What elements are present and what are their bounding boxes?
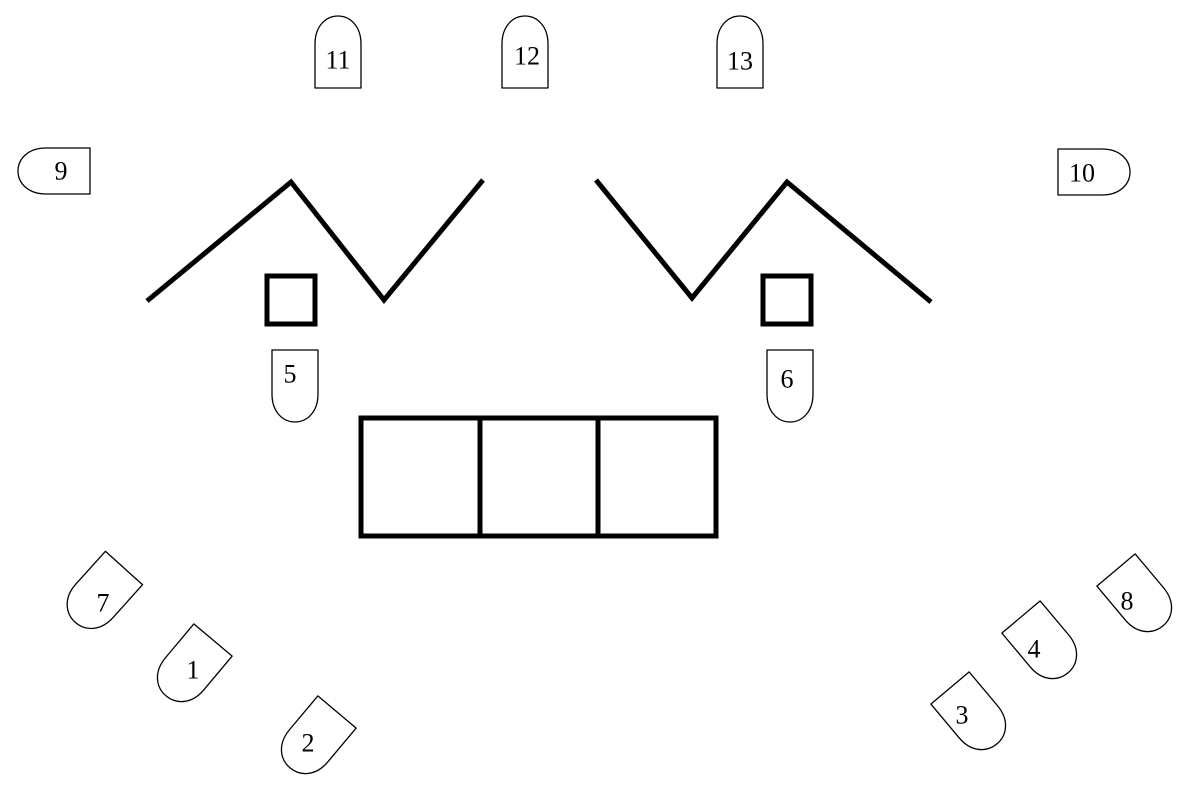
marker-9 <box>17 147 91 195</box>
marker-13 <box>716 15 764 89</box>
marker-2 <box>280 695 357 775</box>
marker-12 <box>501 15 549 89</box>
marker-8 <box>1096 553 1173 633</box>
marker-7-label: 7 <box>97 589 110 618</box>
marker-2-label: 2 <box>302 729 315 758</box>
marker-13-label: 13 <box>727 47 753 76</box>
marker-9-label: 9 <box>55 157 68 186</box>
marker-5-label: 5 <box>284 360 297 389</box>
marker-1 <box>156 623 233 703</box>
marker-4 <box>1001 600 1078 680</box>
marker-10 <box>1057 148 1131 196</box>
central-table-frame <box>358 415 719 539</box>
left-small-square <box>264 273 318 327</box>
marker-12-label: 12 <box>514 42 540 71</box>
marker-5 <box>271 349 319 423</box>
marker-10-label: 10 <box>1069 159 1095 188</box>
left-zigzag-line <box>145 178 485 304</box>
marker-3-label: 3 <box>956 701 969 730</box>
marker-6-label: 6 <box>781 365 794 394</box>
marker-11-label: 11 <box>325 46 350 75</box>
marker-4-label: 4 <box>1028 635 1041 664</box>
right-small-square <box>760 273 814 327</box>
marker-1-label: 1 <box>187 656 200 685</box>
marker-7 <box>66 550 144 630</box>
marker-3 <box>930 671 1007 751</box>
right-zigzag-line <box>594 178 933 304</box>
marker-6 <box>766 349 814 423</box>
marker-8-label: 8 <box>1121 587 1134 616</box>
marker-11 <box>314 15 362 89</box>
central-table <box>358 415 719 539</box>
